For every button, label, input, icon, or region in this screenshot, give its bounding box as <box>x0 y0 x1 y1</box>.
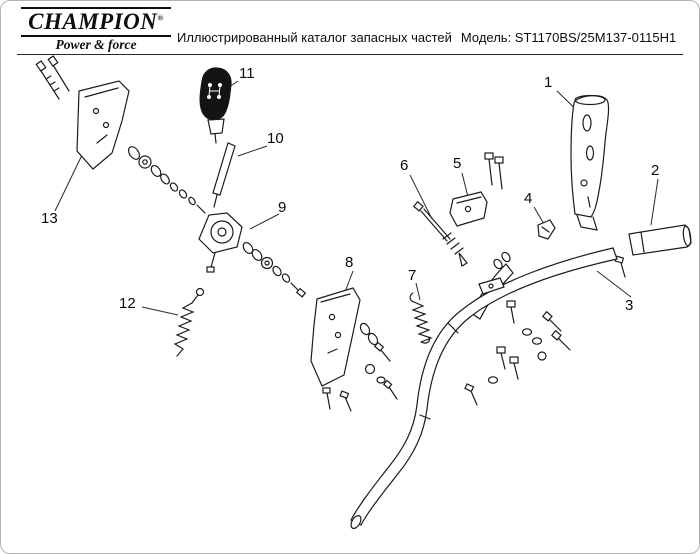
callout-5: 5 <box>453 155 462 172</box>
registered-mark: ® <box>157 13 164 23</box>
callout-6: 6 <box>400 157 409 174</box>
callout-9: 9 <box>278 199 287 216</box>
part-5-bracket <box>449 152 504 227</box>
brand-tagline: Power & force <box>55 37 137 53</box>
page-title: Иллюстрированный каталог запасных частей… <box>177 30 676 45</box>
callout-10: 10 <box>267 130 284 147</box>
leader-lines <box>54 80 659 316</box>
part-7-spring <box>409 292 433 344</box>
callout-1: 1 <box>544 74 553 91</box>
brand-wordmark: CHAMPION <box>28 9 158 34</box>
part-6-rod <box>412 200 468 267</box>
callout-2: 2 <box>651 162 660 179</box>
catalog-title: Иллюстрированный каталог запасных частей <box>177 30 452 45</box>
part-13-bracket <box>35 55 206 214</box>
hardware-cluster <box>464 251 571 406</box>
callout-3: 3 <box>625 297 634 314</box>
part-11-shift-knob <box>199 67 232 144</box>
part-10-lever <box>212 142 236 208</box>
part-2-grip <box>614 224 692 278</box>
callout-13: 13 <box>41 210 58 227</box>
brand-logo: CHAMPION® Power & force <box>21 7 171 53</box>
part-12-spring <box>173 287 205 357</box>
callout-12: 12 <box>119 295 136 312</box>
part-8-panel <box>310 287 398 412</box>
part-3-handlebar <box>350 247 618 529</box>
part-4-clip <box>537 219 556 240</box>
model-label: Модель: ST1170BS/25M137-0115H1 <box>460 30 677 45</box>
callout-11: 11 <box>239 65 255 82</box>
part-1-upper-tube <box>570 94 610 231</box>
callout-8: 8 <box>345 254 354 271</box>
part-9-pivot-bracket <box>198 212 307 298</box>
header-divider <box>17 54 683 55</box>
callout-4: 4 <box>524 190 533 207</box>
brand-name: CHAMPION® <box>21 7 171 38</box>
callout-7: 7 <box>408 267 417 284</box>
